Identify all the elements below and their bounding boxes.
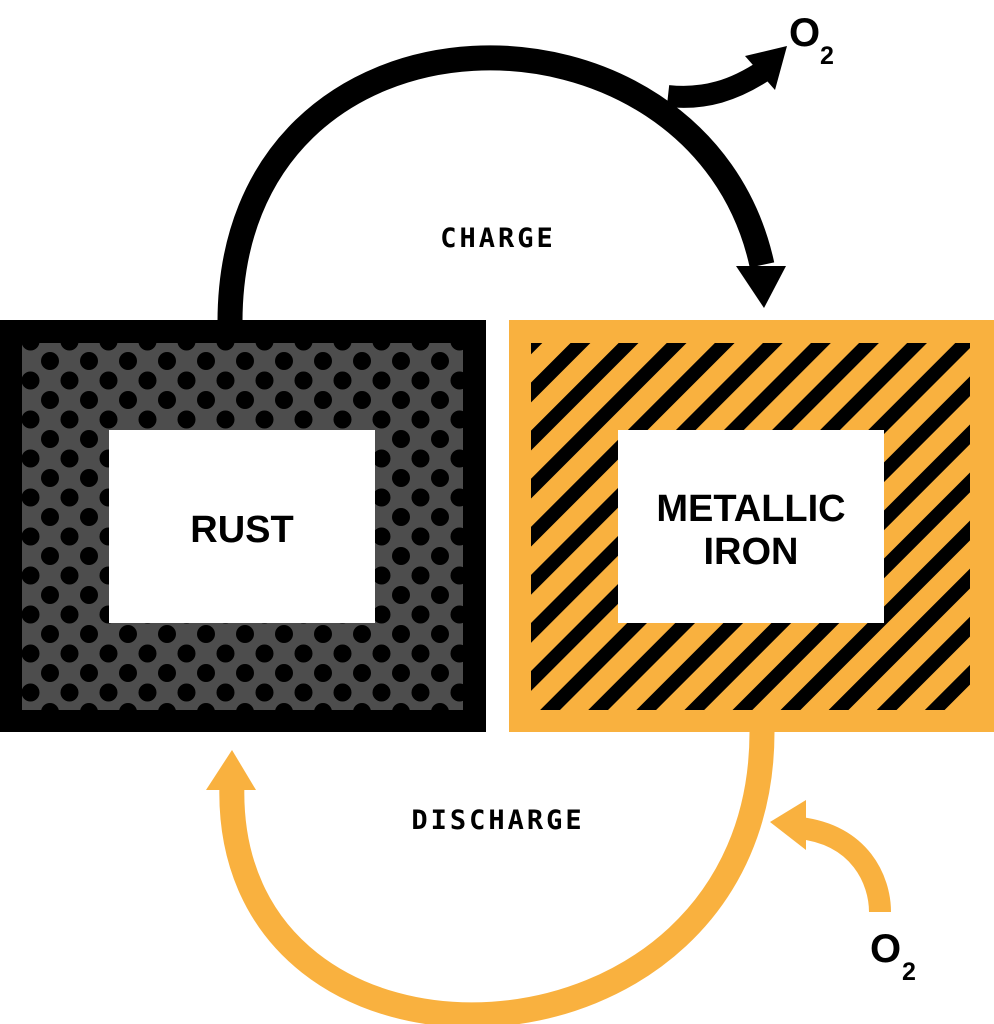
oxygen-out-label: O 2 (789, 11, 834, 70)
charge-arc (217, 45, 775, 323)
metallic-iron-box: METALLIC IRON (509, 320, 994, 732)
oxygen-in-subscript: 2 (902, 958, 916, 986)
charge-arrowhead (736, 266, 786, 308)
oxygen-out-subscript: 2 (820, 42, 834, 70)
rust-label: RUST (190, 509, 293, 551)
charge-label: CHARGE (440, 223, 556, 254)
iron-label-line1: METALLIC (656, 488, 845, 530)
oxygen-out-arrowhead (745, 46, 787, 90)
iron-label-line2: IRON (704, 531, 799, 573)
rust-label-panel (109, 430, 375, 623)
iron-label-panel (618, 430, 884, 623)
oxygen-in-arrow (798, 817, 891, 913)
oxygen-out-symbol: O (789, 11, 820, 55)
oxygen-in-arrowhead (770, 800, 806, 850)
oxygen-in-label: O 2 (870, 927, 916, 986)
discharge-label: DISCHARGE (411, 805, 584, 836)
oxygen-out-arrow (666, 60, 772, 108)
discharge-arrowhead (206, 750, 256, 790)
rust-box: RUST (0, 320, 486, 732)
oxygen-in-symbol: O (870, 927, 901, 971)
discharge-arc (219, 731, 775, 1024)
